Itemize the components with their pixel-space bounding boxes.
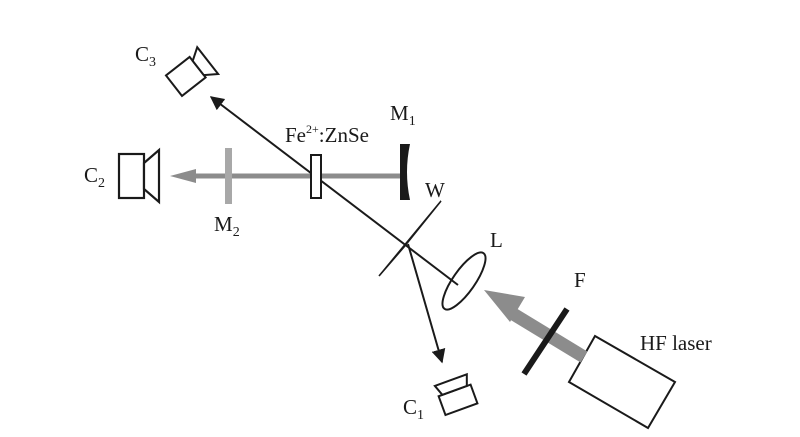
label-hf-laser: HF laser [640,331,712,355]
camera-c1 [433,372,479,417]
label-m2: M2 [214,212,240,240]
camera-c2 [117,147,161,205]
label-l: L [490,228,503,252]
mirror-m2 [225,148,232,204]
label-m1: M1 [390,101,416,129]
label-c1: C1 [403,395,424,423]
hf-laser-box [567,334,677,430]
pump-beam [484,290,588,363]
label-crystal: Fe2+:ZnSe [285,122,369,147]
filter-f [521,307,570,376]
label-w: W [425,178,445,202]
label-c2: C2 [84,163,105,191]
output-beam [170,169,405,183]
crystal-fezse [310,154,322,199]
beam-to-c3 [209,96,459,286]
lens-l [441,251,487,311]
wedge-w [378,200,442,277]
beam-to-c1 [407,243,446,364]
mirror-m1 [400,144,410,200]
label-c3: C3 [135,42,156,70]
label-f: F [574,268,586,292]
camera-c3 [164,45,221,98]
